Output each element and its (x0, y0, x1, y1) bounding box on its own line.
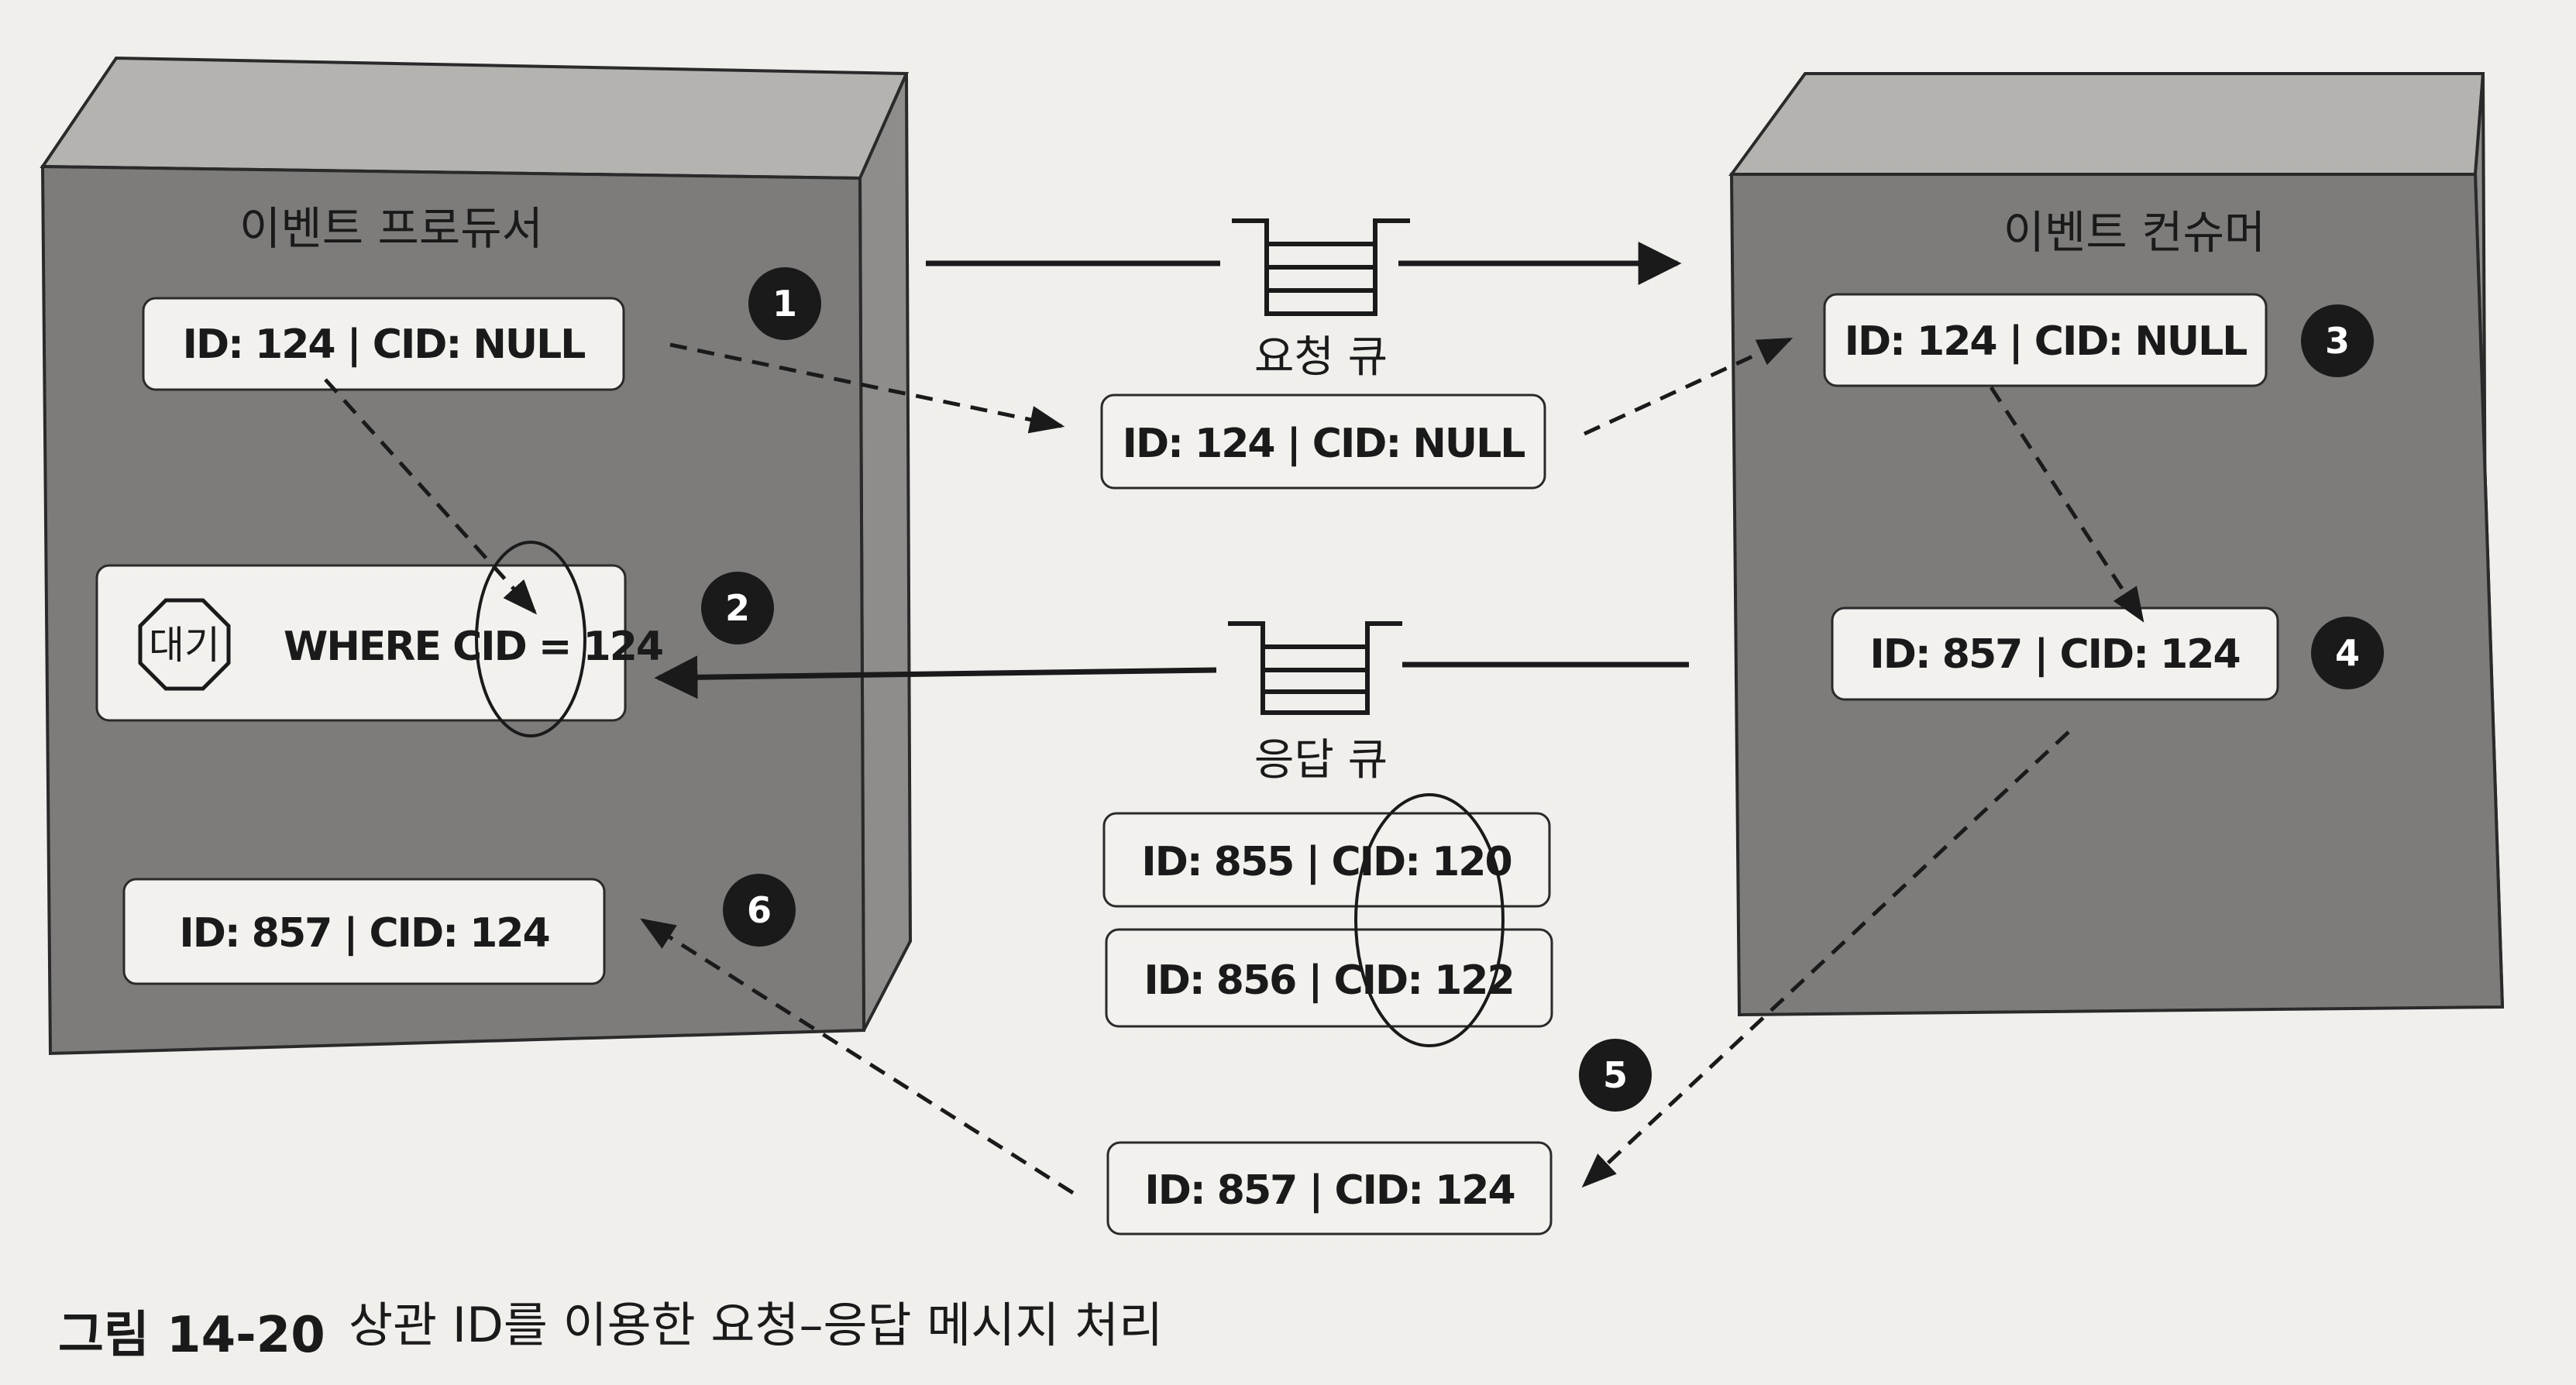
step-number: 6 (747, 889, 772, 931)
arrow-producer-message-to-where (324, 378, 538, 615)
message-text: ID: 124 | CID: NULL (183, 321, 586, 368)
consumer-title: 이벤트 컨슈머 (2003, 206, 2266, 259)
step-number: 1 (772, 283, 797, 325)
figure-caption: 그림 14-20 상관 ID를 이용한 요청–응답 메시지 처리 (58, 1297, 1163, 1364)
step-number: 2 (725, 587, 750, 629)
message-text: ID: 857 | CID: 124 (179, 910, 549, 957)
producer-wait-message: 대기 WHERE CID = 124 (95, 541, 664, 737)
request-queue-message: ID: 124 | CID: NULL (1100, 394, 1546, 490)
step-number: 4 (2335, 632, 2360, 674)
producer-message-6: ID: 857 | CID: 124 (122, 878, 606, 985)
where-clause: WHERE CID = 124 (284, 624, 662, 670)
wait-label: 대기 (149, 623, 220, 668)
arrow-response-queue-to-producer (640, 918, 1075, 1195)
step-badge-5: 5 (1579, 1039, 1652, 1112)
step-badge-2: 2 (701, 572, 774, 644)
arrow-request-queue-to-consumer (1583, 337, 1794, 436)
caption-figure-number: 그림 14-20 (58, 1307, 325, 1364)
response-queue-label: 응답 큐 (1254, 735, 1388, 785)
consumer-message-3: ID: 124 | CID: NULL (1823, 293, 2268, 387)
wait-stop-sign-icon (138, 598, 231, 691)
queue-icon (1228, 621, 1402, 715)
message-text: ID: 855 | CID: 120 (1141, 839, 1511, 885)
highlight-ellipse (1354, 793, 1505, 1047)
message-text: ID: 857 | CID: 124 (1869, 631, 2239, 678)
request-queue: 요청 큐 ID: 124 | CID: NULL (926, 218, 1682, 490)
step-badge-1: 1 (748, 267, 821, 340)
consumer-box-top (1728, 72, 2485, 176)
arrow-producer-to-request-queue (669, 342, 1065, 434)
highlight-ellipse (475, 541, 586, 737)
message-text: ID: 857 | CID: 124 (1144, 1167, 1514, 1214)
step-badge-6: 6 (723, 874, 796, 947)
step-badge-4: 4 (2311, 617, 2384, 689)
arrow-consumer-3-to-4 (1989, 386, 2144, 623)
producer-box-top (40, 56, 910, 180)
response-queue-message: ID: 857 | CID: 124 (1106, 1141, 1553, 1236)
response-queue-message: ID: 855 | CID: 120 (1102, 812, 1551, 908)
producer-box-side (858, 73, 913, 1031)
message-text: ID: 856 | CID: 122 (1144, 957, 1513, 1004)
dashed-arrows (324, 337, 2144, 1195)
message-text: ID: 124 | CID: NULL (1845, 318, 2248, 365)
step-badge-3: 3 (2301, 304, 2374, 377)
producer-message-1: ID: 124 | CID: NULL (142, 297, 625, 391)
message-text: ID: 124 | CID: NULL (1123, 421, 1525, 467)
queue-icon (1232, 218, 1410, 316)
response-queue-message: ID: 856 | CID: 122 (1105, 928, 1553, 1028)
step-number: 3 (2325, 320, 2350, 362)
consumer-message-4: ID: 857 | CID: 124 (1831, 607, 2279, 701)
caption-title: 상관 ID를 이용한 요청–응답 메시지 처리 (349, 1297, 1163, 1353)
request-queue-label: 요청 큐 (1254, 332, 1388, 383)
step-number: 5 (1603, 1054, 1628, 1096)
consumer-box: 이벤트 컨슈머 (1728, 72, 2505, 1017)
producer-title: 이벤트 프로듀서 (239, 202, 543, 255)
response-queue: 응답 큐 ID: 855 | CID: 120 ID: 856 | CID: 1… (654, 621, 1689, 1236)
